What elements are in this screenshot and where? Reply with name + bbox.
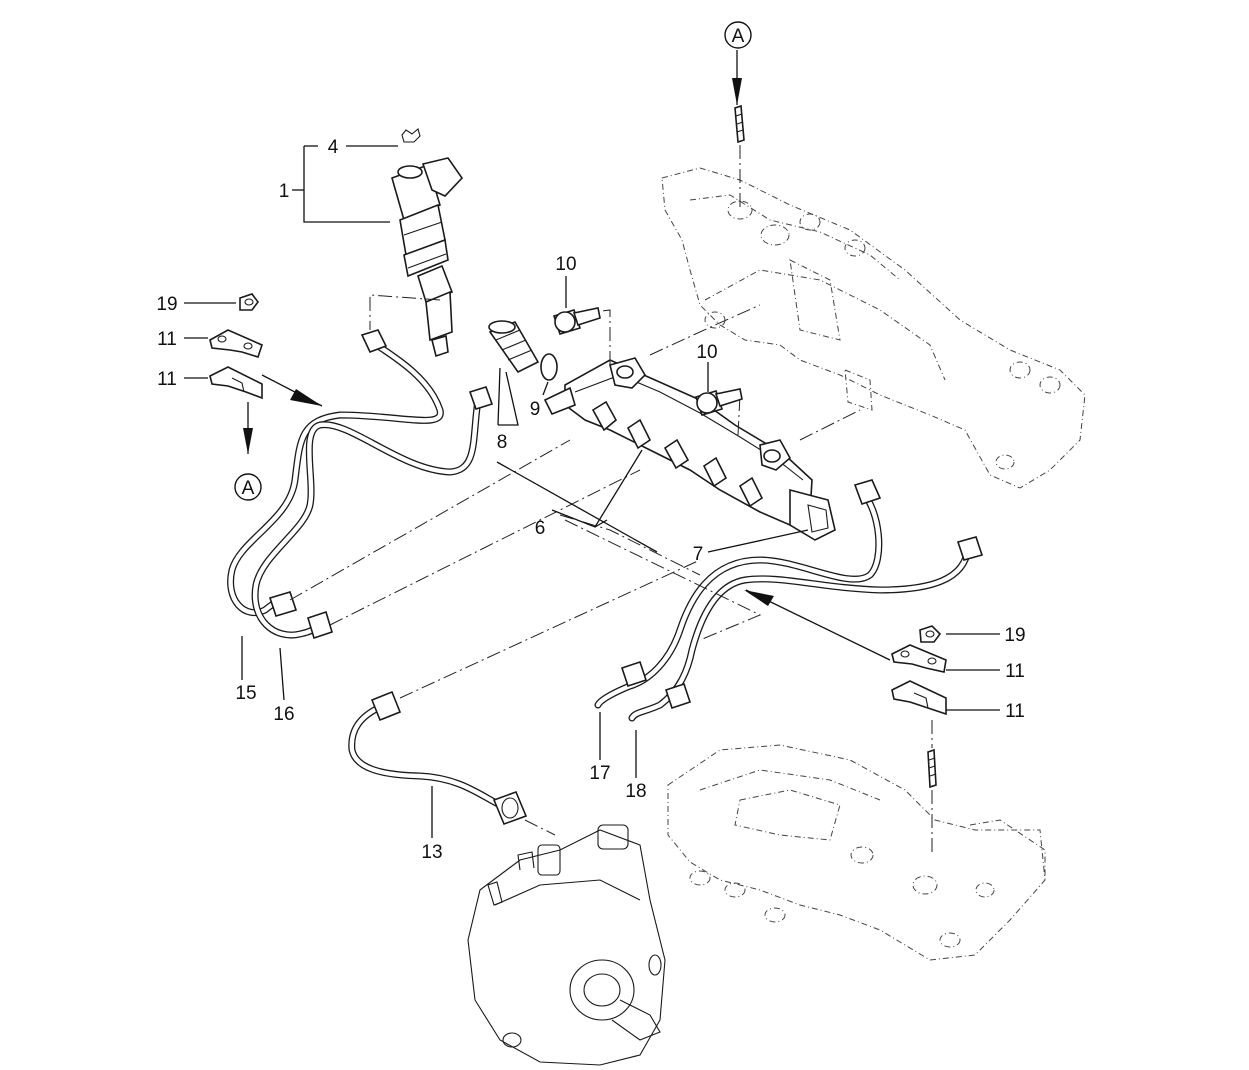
clamp-nut-left [239,293,259,311]
callout-18: 18 [625,781,646,802]
callout-7: 7 [693,544,704,565]
callout-15: 15 [235,683,256,704]
callout-11-lower-left: 11 [157,369,177,390]
callout-4: 4 [328,137,339,158]
fuel-injector [391,157,464,358]
arrow-to-pipe-right [744,590,774,606]
reference-marker-a-top: A [724,21,752,49]
stud-right [927,748,937,789]
callout-1: 1 [279,181,290,202]
arrow-to-pipe-left [290,389,322,406]
injection-pipe-18 [628,544,972,722]
stud-top [734,104,745,144]
clamp-nut-right [919,625,942,643]
cylinder-head-ghost [661,167,1086,489]
reference-label: A [242,478,255,499]
callout-11-lower-right: 11 [1005,701,1025,722]
pipe-clamp-upper-left [209,329,263,358]
callout-10-upper: 10 [555,254,576,275]
pipe-clamp-lower-left [209,366,263,400]
callout-9: 9 [530,399,541,420]
callout-6: 6 [535,518,546,539]
callout-11-upper-left: 11 [157,329,177,350]
arrow-down-top [732,78,742,105]
callout-10-lower: 10 [696,342,717,363]
callout-labels: 1 4 6 7 8 9 10 10 11 11 11 11 13 15 16 1… [156,137,1025,863]
injector-seal-washer [401,128,421,143]
callout-19-right: 19 [1004,625,1025,646]
pipe-nuts-right [620,479,984,710]
direction-arrows [243,78,891,661]
callout-19-left: 19 [156,294,177,315]
callout-13: 13 [421,842,442,863]
banjo-bolt-upper [552,307,601,335]
injection-pipe-16 [251,396,482,639]
pipe-13-nuts [370,690,528,826]
reference-marker-a-left: A [234,473,262,501]
callout-17: 17 [589,763,610,784]
callout-16: 16 [273,704,294,725]
banjo-bolt-lower [694,388,743,416]
pipe-clamp-lower-right [891,680,947,716]
o-ring [540,353,558,381]
reference-label: A [732,26,745,47]
fuel-rail [543,357,836,541]
pressure-relief-valve [488,320,540,374]
high-pressure-pipe-13 [348,701,504,809]
callout-8: 8 [497,432,508,453]
callout-11-upper-right: 11 [1005,661,1025,682]
pipe-clamp-upper-right [891,644,947,673]
high-pressure-pump [467,824,666,1066]
pipe-nuts-left [268,329,494,640]
leader-lines [184,50,1000,838]
intake-manifold-ghost [667,744,1046,961]
arrow-down-left [243,428,253,454]
